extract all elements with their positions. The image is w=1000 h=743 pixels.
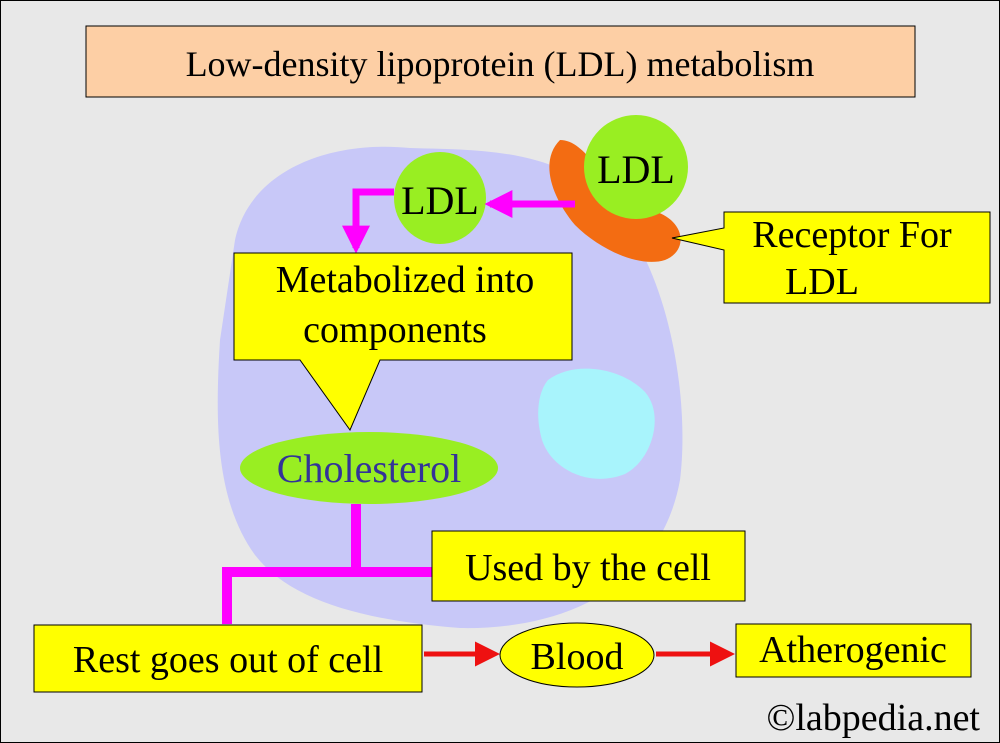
receptor-callout — [671, 211, 991, 304]
ldl-outside-label: LDL — [597, 147, 675, 192]
used-by-cell-label: Used by the cell — [465, 547, 711, 589]
copyright: ©labpedia.net — [766, 697, 980, 739]
ldl-inside-label: LDL — [401, 178, 479, 223]
blood-ellipse — [499, 622, 655, 688]
used-by-cell-box — [431, 530, 746, 602]
metabolized-label-line2: components — [303, 309, 487, 351]
receptor-label-line2: LDL — [785, 261, 859, 303]
blood-label: Blood — [531, 636, 624, 678]
title: Low-density lipoprotein (LDL) metabolism — [186, 44, 815, 84]
receptor-label-line1: Receptor For — [752, 214, 952, 256]
metabolized-callout — [233, 252, 573, 432]
arrow-ldl-to-metabolized — [342, 188, 394, 254]
metabolized-label-line1: Metabolized into — [276, 259, 535, 301]
ldl-inside-circle — [394, 152, 486, 244]
cholesterol-ellipse — [240, 432, 498, 504]
title-box — [85, 25, 916, 98]
rest-out-box — [33, 624, 423, 693]
cholesterol-label: Cholesterol — [277, 446, 461, 491]
nucleus — [538, 368, 655, 479]
ldl-outside-circle — [584, 115, 688, 219]
rest-out-label: Rest goes out of cell — [73, 639, 383, 681]
atherogenic-label: Atherogenic — [759, 629, 947, 671]
atherogenic-box — [735, 623, 972, 678]
